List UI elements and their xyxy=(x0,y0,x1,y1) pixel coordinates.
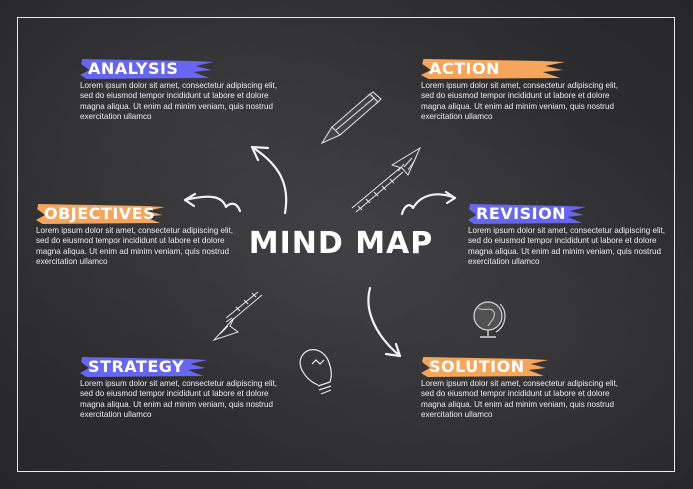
node-action: ACTION Lorem ipsum dolor sit amet, conse… xyxy=(421,58,641,122)
brush-stroke-orange xyxy=(36,204,165,224)
action-tag: ACTION xyxy=(421,58,570,80)
node-label: REVISION xyxy=(476,204,567,223)
node-revision: REVISION Lorem ipsum dolor sit amet, con… xyxy=(468,203,688,267)
node-description: Lorem ipsum dolor sit amet, consectetur … xyxy=(36,226,234,266)
mind-map-title: MIND MAP xyxy=(248,226,434,261)
revision-tag: REVISION xyxy=(468,203,590,225)
hatched-arrow-down-icon xyxy=(212,291,263,342)
node-label: SOLUTION xyxy=(429,357,525,376)
chalk-frame xyxy=(17,17,675,472)
node-label: ACTION xyxy=(429,59,500,78)
solution-tag: SOLUTION xyxy=(421,356,553,378)
objectives-tag: OBJECTIVES xyxy=(36,203,169,225)
lightbulb-icon xyxy=(299,349,332,395)
brush-stroke-orange xyxy=(421,357,549,377)
curved-arrow-down-icon xyxy=(367,286,402,358)
brush-stroke-purple xyxy=(80,59,214,79)
node-description: Lorem ipsum dolor sit amet, consectetur … xyxy=(80,379,278,419)
brush-stroke-purple xyxy=(80,357,208,377)
strategy-tag: STRATEGY xyxy=(80,356,212,378)
node-label: ANALYSIS xyxy=(88,59,179,78)
node-solution: SOLUTION Lorem ipsum dolor sit amet, con… xyxy=(421,356,641,420)
node-description: Lorem ipsum dolor sit amet, consectetur … xyxy=(421,379,619,419)
analysis-tag: ANALYSIS xyxy=(80,58,218,80)
squiggle-arrow-right-icon xyxy=(400,190,457,216)
node-objectives: OBJECTIVES Lorem ipsum dolor sit amet, c… xyxy=(36,203,256,267)
node-label: OBJECTIVES xyxy=(44,204,156,223)
pencil-icon xyxy=(320,91,382,145)
curved-arrow-icon xyxy=(250,145,288,215)
globe-icon xyxy=(473,301,506,338)
node-description: Lorem ipsum dolor sit amet, consectetur … xyxy=(468,226,666,266)
node-analysis: ANALYSIS Lorem ipsum dolor sit amet, con… xyxy=(80,58,300,122)
brush-stroke-purple xyxy=(468,204,586,224)
node-description: Lorem ipsum dolor sit amet, consectetur … xyxy=(80,81,278,121)
node-description: Lorem ipsum dolor sit amet, consectetur … xyxy=(421,81,619,121)
node-strategy: STRATEGY Lorem ipsum dolor sit amet, con… xyxy=(80,356,300,420)
hatched-arrow-up-icon xyxy=(351,146,422,213)
brush-stroke-orange xyxy=(421,59,566,79)
node-label: STRATEGY xyxy=(88,357,185,376)
squiggle-arrow-left-icon xyxy=(183,192,242,213)
